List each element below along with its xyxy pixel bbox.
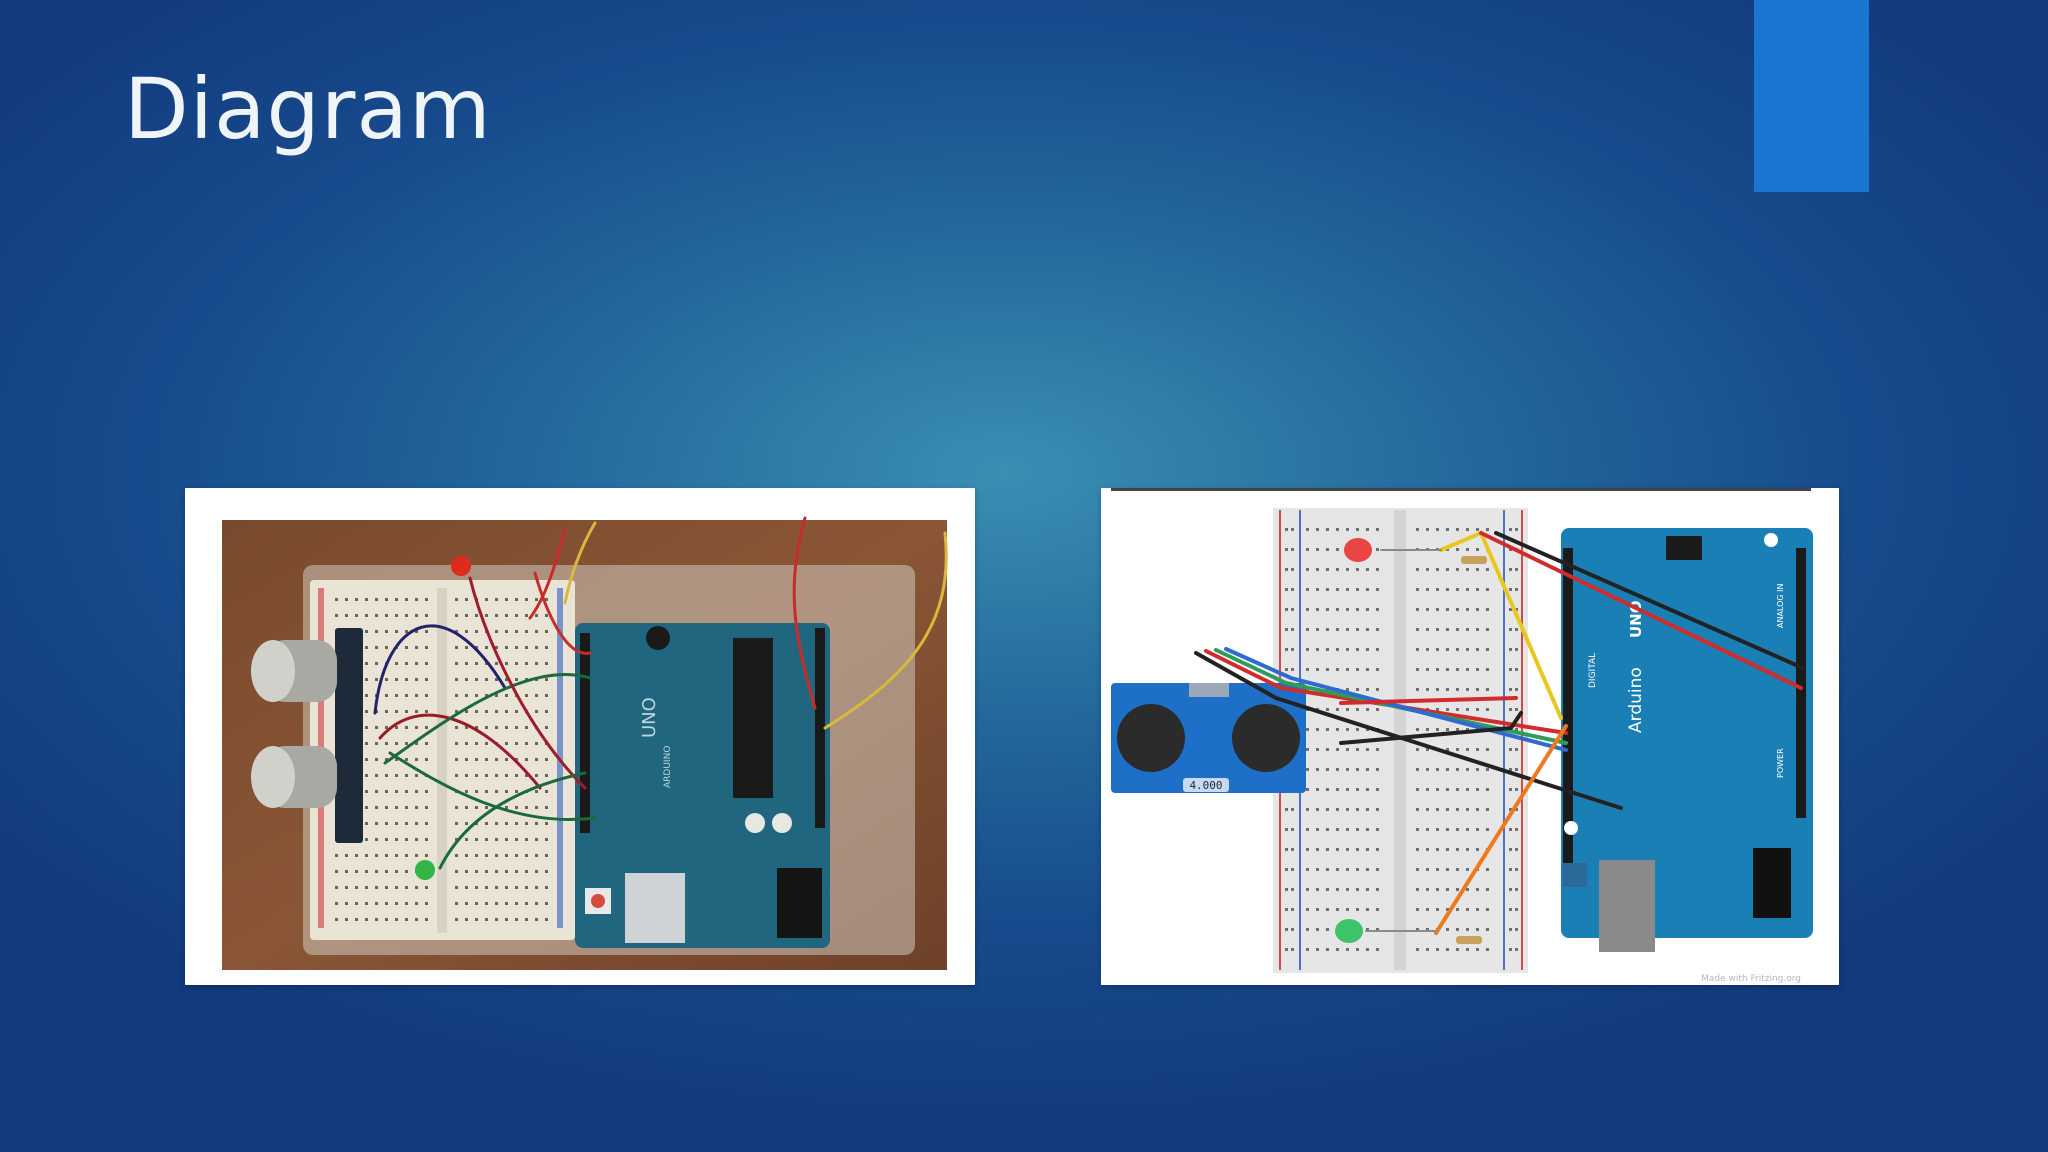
schematic-resistor-top	[1461, 556, 1487, 564]
schematic-channel	[1394, 510, 1406, 970]
schematic-analog-header	[1796, 548, 1806, 818]
schematic-sensor-pins	[1189, 683, 1229, 697]
schematic-board-brand: Arduino	[1626, 667, 1646, 733]
schematic-power-label: POWER	[1776, 748, 1785, 778]
schematic-led-green	[1335, 919, 1363, 943]
schematic-mount-hole-2	[1764, 533, 1778, 547]
schematic-digital-header	[1563, 548, 1573, 878]
fritzing-footer: Made with Fritzing.org	[1701, 974, 1801, 984]
schematic-sensor-transducer-left	[1117, 704, 1185, 772]
usb-port	[625, 873, 685, 943]
led-red	[451, 556, 471, 576]
sensor-readout: 4.000	[1189, 779, 1222, 792]
reset-capacitor	[646, 626, 670, 650]
schematic-led-red	[1344, 538, 1372, 562]
sensor-board	[335, 628, 363, 843]
breadboard-channel	[437, 588, 447, 933]
digital-header	[580, 633, 590, 833]
schematic-holes	[1285, 528, 1518, 951]
photo-board-brand: ARDUINO	[663, 746, 673, 788]
schematic-digital-label: DIGITAL	[1588, 653, 1598, 688]
photo-board-model: UNO	[639, 697, 660, 738]
schematic-arduino	[1561, 528, 1813, 938]
fritzing-schematic: 4.000 Arduino UNO DIGITAL ANALOG IN POWE…	[1101, 488, 1839, 985]
schematic-usb-port	[1599, 860, 1655, 952]
reset-button	[591, 894, 605, 908]
capacitor-1	[745, 813, 765, 833]
sensor-transducer-bottom-face	[251, 746, 295, 808]
atmega-chip	[733, 638, 773, 798]
schematic-icsp-header	[1666, 536, 1702, 560]
fritzing-schematic-illustration: 4.000 Arduino UNO DIGITAL ANALOG IN POWE…	[1101, 488, 1839, 985]
schematic-mount-hole-1	[1564, 821, 1578, 835]
schematic-sensor-display	[1183, 778, 1229, 792]
schematic-sensor-transducer-right	[1232, 704, 1300, 772]
schematic-power-jack	[1753, 848, 1791, 918]
page-title: Diagram	[124, 60, 492, 158]
sensor-transducer-top-face	[251, 640, 295, 702]
schematic-resistor-bottom	[1456, 936, 1482, 944]
wires	[373, 516, 948, 870]
schematic-rail-blue-right	[1503, 510, 1505, 970]
led-green	[415, 860, 435, 880]
schematic-wires	[1194, 530, 1805, 935]
accent-bar	[1754, 0, 1869, 192]
schematic-reset-button	[1563, 863, 1587, 887]
power-jack	[777, 868, 822, 938]
circuit-photo-illustration: UNO ARDUINO	[222, 516, 948, 970]
analog-header	[815, 628, 825, 828]
top-border	[1111, 488, 1811, 491]
capacitor-2	[772, 813, 792, 833]
circuit-photo: UNO ARDUINO	[185, 488, 975, 985]
schematic-analog-label: ANALOG IN	[1776, 584, 1785, 629]
